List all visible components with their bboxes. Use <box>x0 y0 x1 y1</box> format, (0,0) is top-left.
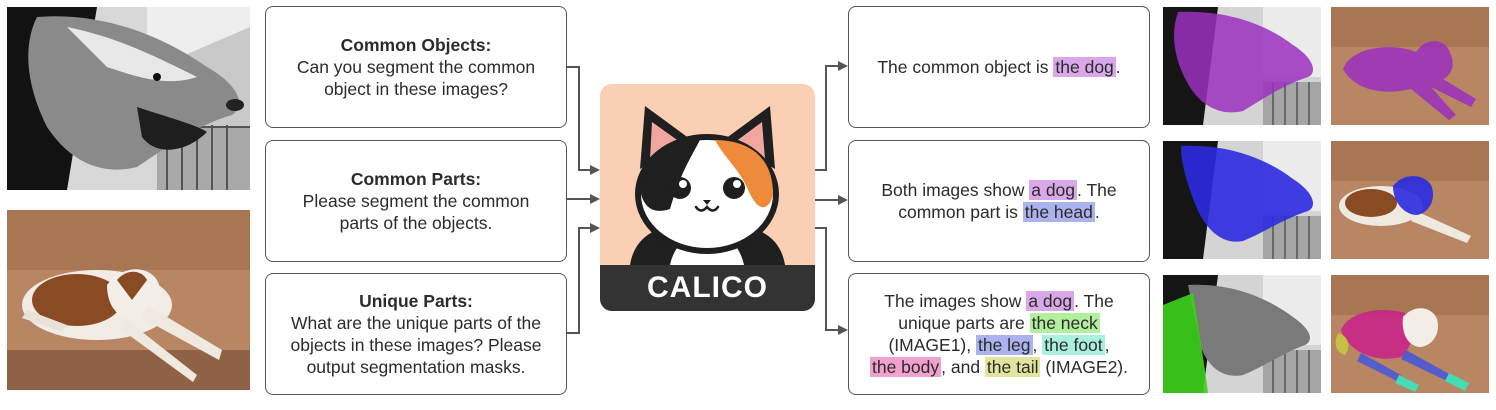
object-mask <box>1343 41 1476 120</box>
answer-line: (IMAGE1), the leg, the foot, <box>888 335 1110 355</box>
input-question: Can you segment the common object in the… <box>296 57 536 99</box>
head-mask <box>1181 145 1314 242</box>
output-box-unique-parts: The images show a dog. The unique parts … <box>848 273 1150 395</box>
input-box-common-objects: Common Objects: Can you segment the comm… <box>265 6 567 128</box>
tail-mask <box>1335 333 1349 355</box>
arrow-unique-parts-in <box>567 223 600 334</box>
input-title: Unique Parts: <box>359 291 473 311</box>
highlight-the-foot: the foot <box>1042 335 1105 355</box>
highlight-the-body: the body <box>869 357 942 377</box>
highlight-a-dog: a dog <box>1026 291 1075 311</box>
input-question: Please segment the common parts of the o… <box>302 191 530 233</box>
body-mask <box>1341 310 1413 359</box>
answer-line: the body, and the tail (IMAGE2). <box>869 357 1128 377</box>
input-box-common-parts: Common Parts: Please segment the common … <box>265 140 567 262</box>
answer-line: unique parts are the neck <box>898 313 1100 333</box>
output-mask-object-image2 <box>1331 7 1489 125</box>
highlight-the-head: the head <box>1022 202 1095 222</box>
output-mask-object-image1 <box>1163 7 1321 125</box>
calico-cat-icon <box>630 106 785 265</box>
highlight-the-tail: the tail <box>984 357 1041 377</box>
arrow-common-objects-in <box>567 66 600 175</box>
logo-title: CALICO <box>600 265 815 311</box>
output-box-common-part: Both images show a dog. The common part … <box>848 140 1150 262</box>
head-mask <box>1393 176 1434 215</box>
input-image-1-dog-window <box>7 7 250 190</box>
output-mask-parts-image2 <box>1331 275 1489 393</box>
arrow-common-objects-out <box>815 61 848 171</box>
answer-line: common part is the head. <box>898 202 1100 222</box>
input-image-2-dog-sand <box>7 210 250 390</box>
output-mask-head-image2 <box>1331 141 1489 259</box>
foot-mask <box>1395 375 1419 392</box>
leg-mask <box>1401 350 1451 381</box>
highlight-the-neck: the neck <box>1029 313 1100 333</box>
output-mask-parts-image1 <box>1163 275 1321 393</box>
input-title: Common Objects: <box>340 35 492 55</box>
highlight-the-dog: the dog <box>1053 57 1116 77</box>
output-mask-head-image1 <box>1163 141 1321 259</box>
answer-line: The images show a dog. The <box>884 291 1114 311</box>
object-mask <box>1174 11 1314 113</box>
neck-mask <box>1163 293 1208 393</box>
answer-line: Both images show a dog. The <box>881 180 1117 200</box>
input-question: What are the unique parts of the objects… <box>290 313 542 377</box>
leg-mask <box>1357 353 1401 381</box>
input-box-unique-parts: Unique Parts: What are the unique parts … <box>265 273 567 395</box>
answer-line: The common object is the dog. <box>877 57 1121 77</box>
output-box-common-object: The common object is the dog. <box>848 6 1150 128</box>
arrow-unique-parts-out <box>815 227 848 335</box>
highlight-the-leg: the leg <box>975 335 1033 355</box>
input-title: Common Parts: <box>350 169 482 189</box>
foot-mask <box>1445 373 1469 391</box>
highlight-a-dog: a dog <box>1029 180 1078 200</box>
calico-logo: CALICO <box>600 84 815 311</box>
